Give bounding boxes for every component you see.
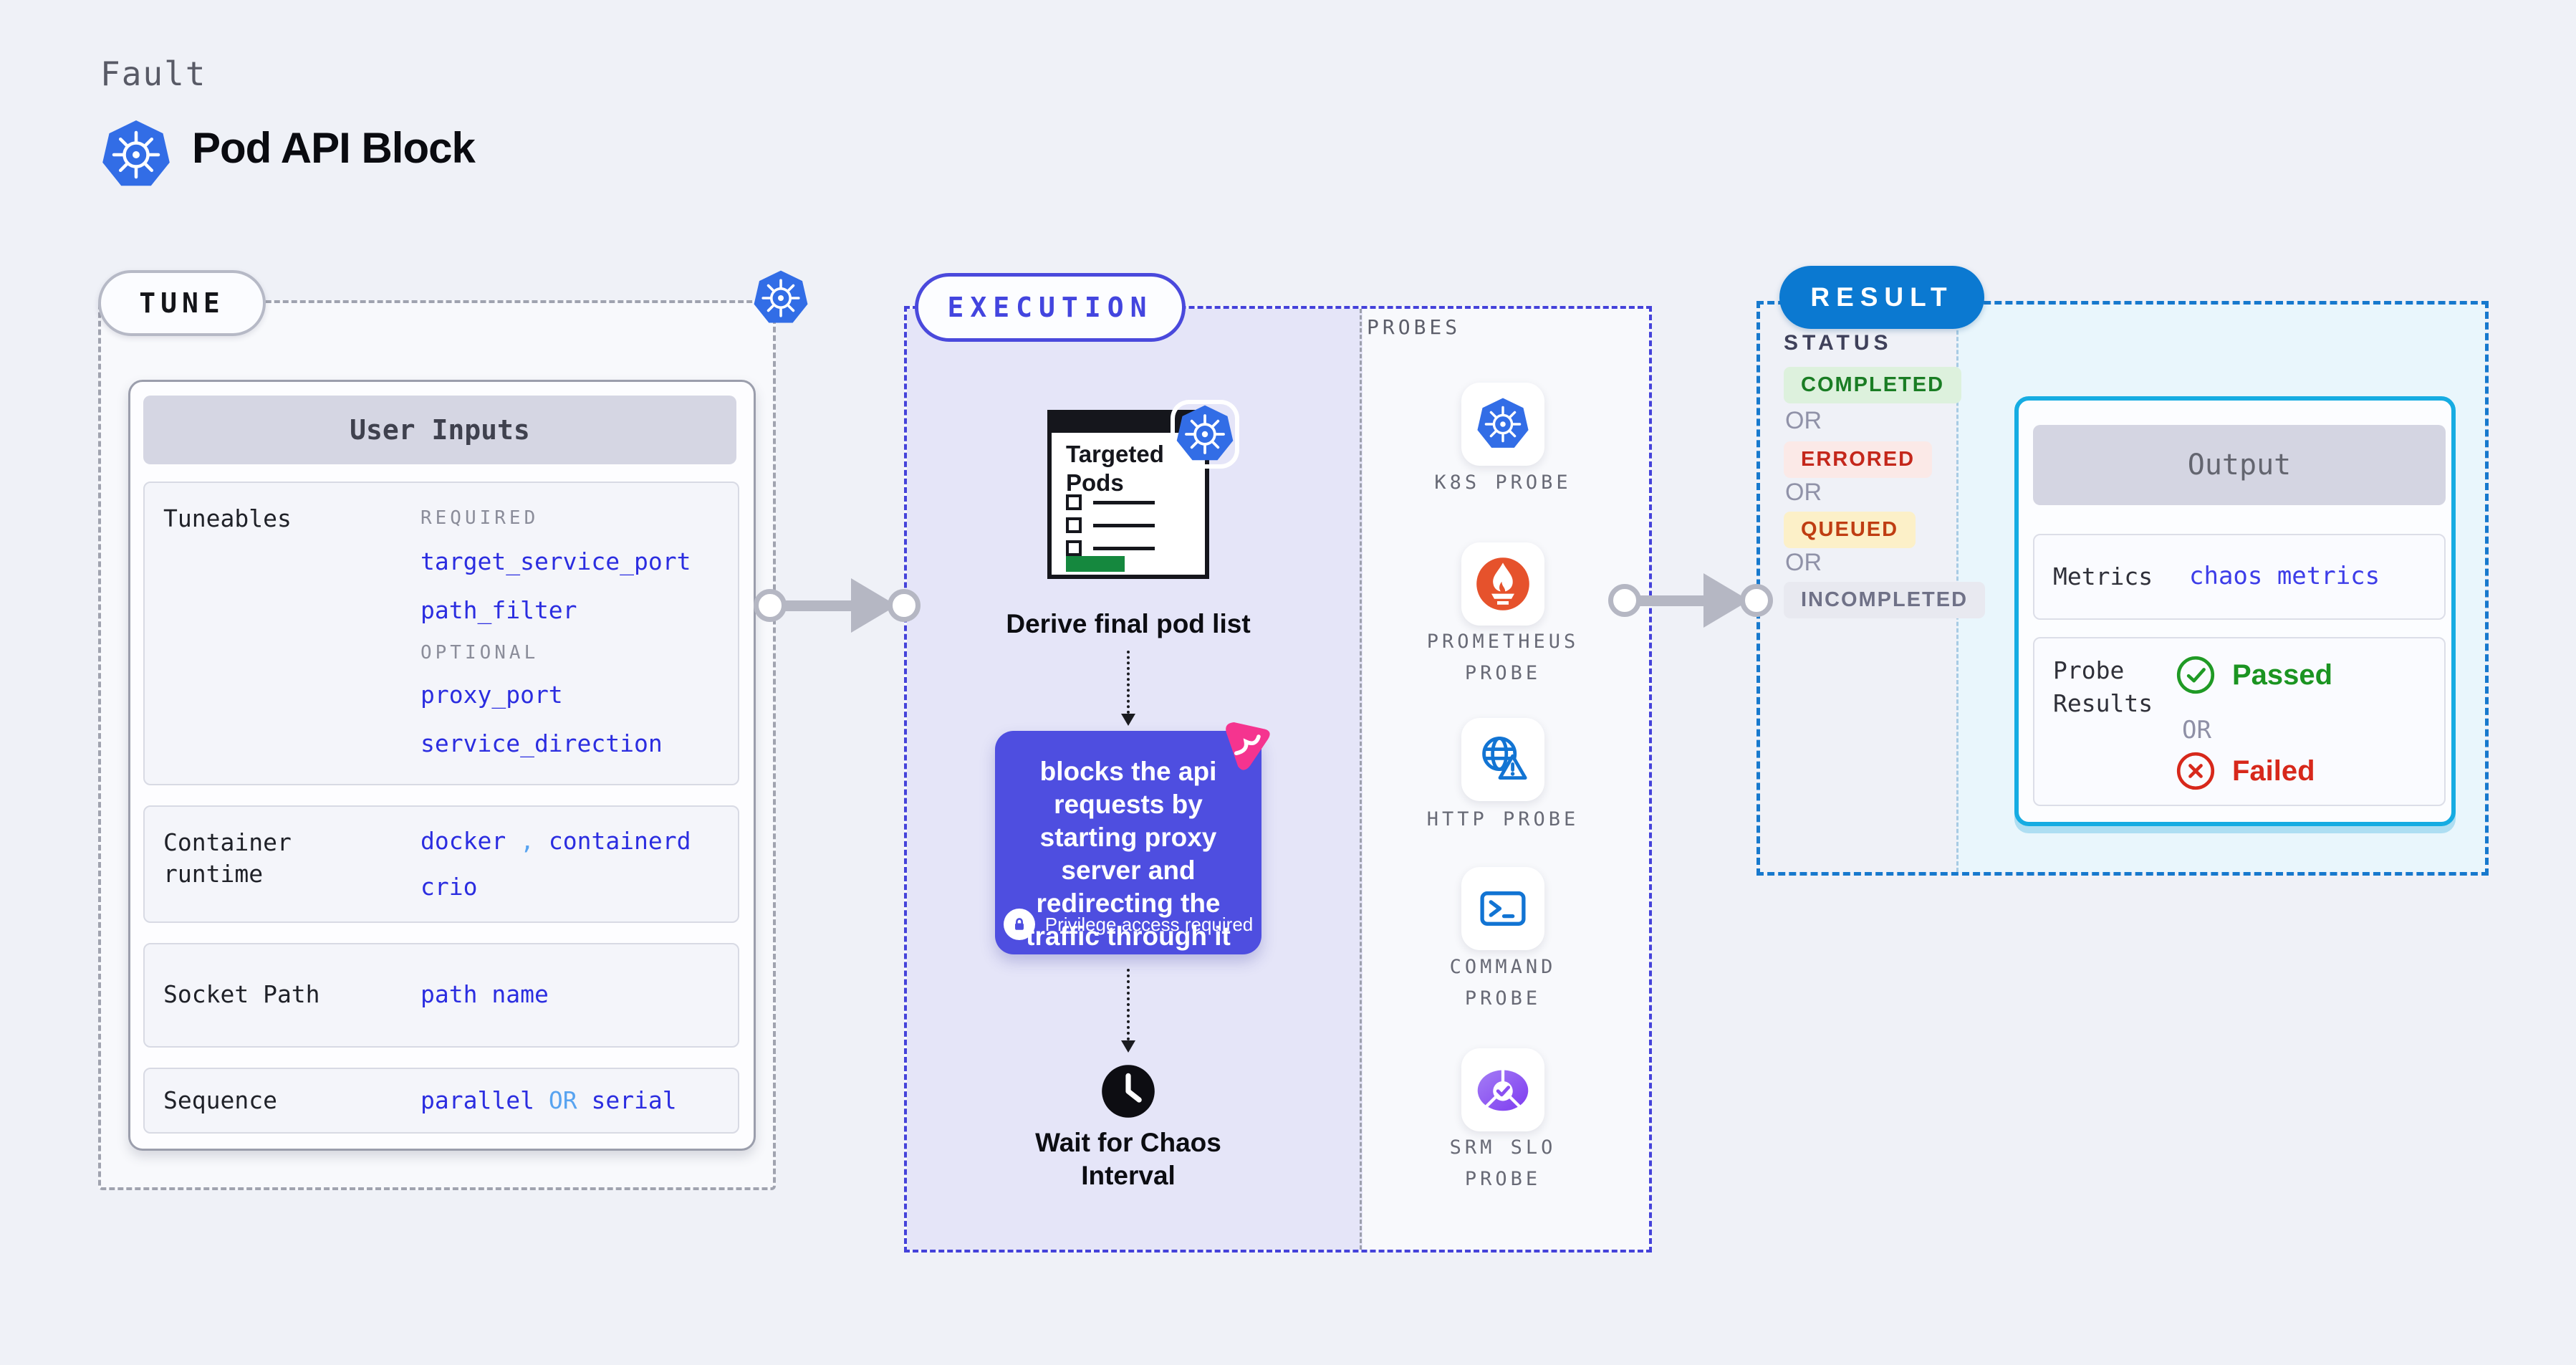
value-crio: crio bbox=[420, 873, 478, 901]
status-or: OR bbox=[1785, 479, 1822, 506]
value-containerd: containerd bbox=[548, 827, 691, 855]
metrics-value: chaos metrics bbox=[2189, 562, 2380, 590]
dotted-connector bbox=[1127, 651, 1130, 714]
sequence-values: parallel OR serial bbox=[420, 1086, 677, 1114]
probe-results-label: Probe Results bbox=[2053, 656, 2153, 717]
socket-path-row: Socket Path path name bbox=[143, 943, 739, 1048]
command-probe-label: COMMAND PROBE bbox=[1449, 956, 1557, 1010]
status-badge-completed: COMPLETED bbox=[1784, 367, 1962, 403]
dotted-arrow-head-icon bbox=[1121, 714, 1135, 726]
passed-text: Passed bbox=[2232, 658, 2333, 691]
probes-heading: PROBES bbox=[1367, 315, 1461, 339]
value-parallel: parallel bbox=[420, 1086, 534, 1114]
arrow-line bbox=[1626, 595, 1705, 606]
lock-icon bbox=[1003, 909, 1035, 940]
failed-line: Failed bbox=[2175, 750, 2315, 792]
green-progress-bar bbox=[1066, 556, 1125, 572]
list-line bbox=[1093, 524, 1155, 527]
sequence-label: Sequence bbox=[163, 1086, 277, 1114]
value-path-name: path name bbox=[420, 980, 549, 1008]
comma-separator: , bbox=[520, 827, 534, 855]
clock-icon bbox=[1100, 1063, 1157, 1120]
page-title: Pod API Block bbox=[192, 124, 476, 172]
status-badge-errored: ERRORED bbox=[1784, 441, 1933, 478]
kubernetes-icon bbox=[1476, 397, 1530, 451]
result-pill: RESULT bbox=[1779, 266, 1984, 329]
output-title: Output bbox=[2033, 425, 2446, 505]
dotted-arrow-head-icon bbox=[1121, 1040, 1135, 1053]
failed-text: Failed bbox=[2232, 755, 2315, 787]
param-proxy-port: proxy_port bbox=[420, 681, 563, 709]
kubernetes-logo-icon bbox=[100, 119, 172, 191]
param-target-service-port: target_service_port bbox=[420, 547, 691, 575]
status-or: OR bbox=[1785, 549, 1822, 576]
command-probe-card bbox=[1461, 867, 1544, 950]
param-path-filter: path_filter bbox=[420, 596, 577, 624]
kubernetes-badge-icon bbox=[1175, 404, 1235, 464]
k8s-probe-card bbox=[1461, 383, 1544, 466]
list-line bbox=[1093, 501, 1155, 504]
chaos-logo-icon bbox=[1216, 717, 1273, 774]
k8s-probe-label: K8S PROBE bbox=[1434, 471, 1572, 494]
wait-chaos-interval-label: Wait for Chaos Interval bbox=[1035, 1128, 1221, 1190]
tune-pill: TUNE bbox=[98, 270, 266, 336]
dotted-connector bbox=[1127, 969, 1130, 1040]
checkbox-icon bbox=[1066, 494, 1082, 510]
fault-eyebrow: Fault bbox=[100, 54, 207, 93]
sequence-row: Sequence parallel OR serial bbox=[143, 1068, 739, 1134]
container-runtime-values: docker , containerd bbox=[420, 827, 691, 855]
http-probe-label: HTTP PROBE bbox=[1426, 808, 1580, 830]
fault-action-text: blocks the api requests by starting prox… bbox=[1026, 757, 1231, 951]
connector-dot bbox=[1740, 584, 1773, 617]
targeted-pods-title: Targeted Pods bbox=[1066, 441, 1164, 496]
status-heading: STATUS bbox=[1784, 331, 1893, 355]
probe-results-row: Probe Results Passed OR Failed bbox=[2033, 637, 2446, 806]
derive-pod-list-label: Derive final pod list bbox=[1006, 609, 1251, 638]
param-service-direction: service_direction bbox=[420, 729, 663, 757]
prometheus-probe-label: PROMETHEUS PROBE bbox=[1426, 631, 1580, 684]
arrow-line bbox=[772, 600, 852, 611]
terminal-icon bbox=[1476, 881, 1530, 936]
checkbox-icon bbox=[1066, 517, 1082, 533]
container-runtime-row: Container runtime docker , containerd cr… bbox=[143, 805, 739, 923]
srm-slo-probe-label: SRM SLO PROBE bbox=[1449, 1136, 1557, 1190]
list-line bbox=[1093, 547, 1155, 550]
connector-dot bbox=[1608, 584, 1641, 617]
metrics-row: Metrics chaos metrics bbox=[2033, 534, 2446, 620]
optional-heading: OPTIONAL bbox=[420, 642, 539, 664]
output-card: Output Metrics chaos metrics Probe Resul… bbox=[2014, 396, 2456, 826]
user-inputs-title: User Inputs bbox=[143, 396, 736, 464]
kubernetes-corner-icon bbox=[752, 269, 809, 327]
connector-dot bbox=[754, 589, 787, 622]
connector-dot bbox=[888, 589, 921, 622]
probes-divider bbox=[1360, 309, 1362, 1250]
prometheus-icon bbox=[1474, 555, 1532, 613]
sequence-or: OR bbox=[548, 1086, 577, 1114]
value-serial: serial bbox=[591, 1086, 677, 1114]
slo-donut-icon bbox=[1472, 1059, 1534, 1121]
x-circle-icon bbox=[2175, 750, 2216, 792]
required-heading: REQUIRED bbox=[420, 507, 539, 529]
status-or: OR bbox=[1785, 407, 1822, 434]
container-runtime-label: Container runtime bbox=[163, 828, 292, 888]
http-globe-icon bbox=[1474, 731, 1532, 788]
status-badge-queued: QUEUED bbox=[1784, 512, 1916, 548]
metrics-label: Metrics bbox=[2053, 562, 2153, 590]
http-probe-card bbox=[1461, 718, 1544, 801]
status-badge-incompleted: INCOMPLETED bbox=[1784, 582, 1986, 618]
value-docker: docker bbox=[420, 827, 506, 855]
probe-results-or: OR bbox=[2182, 716, 2211, 744]
prometheus-probe-card bbox=[1461, 542, 1544, 626]
tuneables-label: Tuneables bbox=[163, 504, 292, 532]
srm-slo-probe-card bbox=[1461, 1048, 1544, 1131]
privilege-note: Privilege access required bbox=[995, 909, 1261, 940]
passed-line: Passed bbox=[2175, 654, 2332, 696]
check-circle-icon bbox=[2175, 654, 2216, 696]
checkbox-icon bbox=[1066, 540, 1082, 556]
socket-path-label: Socket Path bbox=[163, 980, 320, 1008]
execution-pill: EXECUTION bbox=[915, 273, 1186, 342]
fault-action-box: blocks the api requests by starting prox… bbox=[995, 731, 1261, 954]
privilege-note-text: Privilege access required bbox=[1044, 913, 1254, 935]
tuneables-row: Tuneables REQUIRED target_service_port p… bbox=[143, 482, 739, 785]
